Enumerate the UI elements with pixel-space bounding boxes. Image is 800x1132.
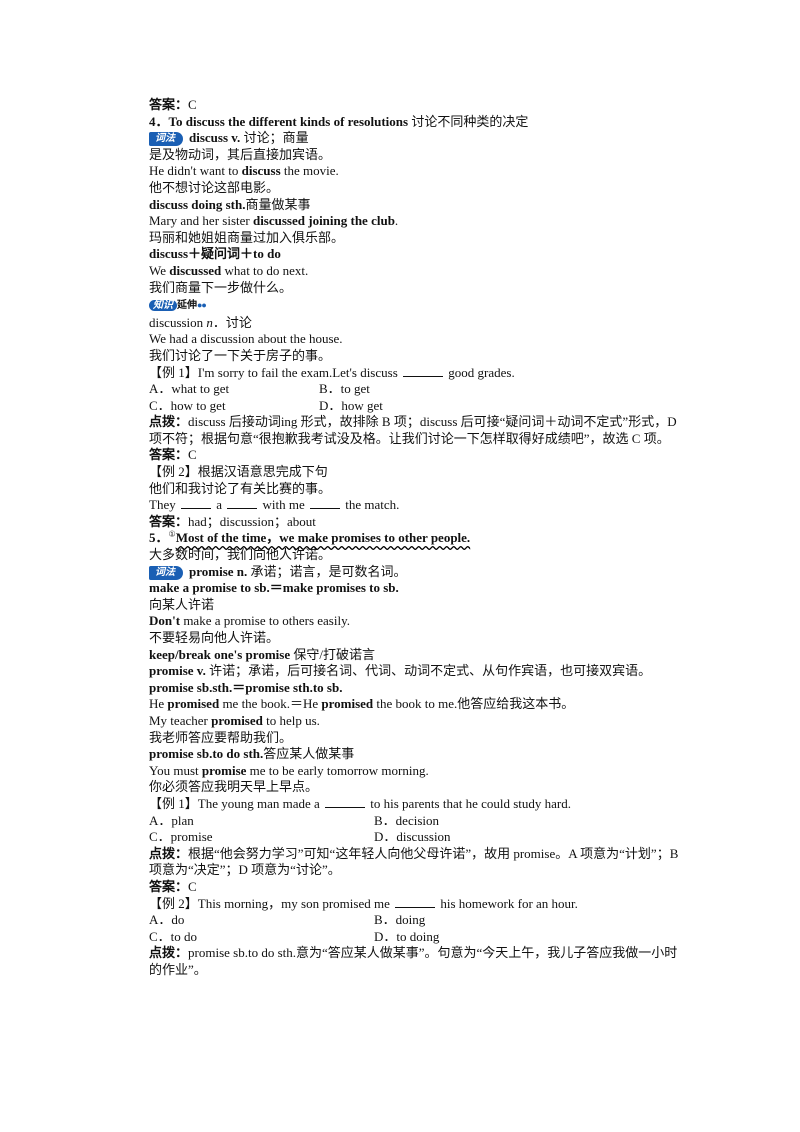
hint-paragraph: 点拨：promise sb.to do sth.意为“答应某人做某事”。句意为“…: [149, 945, 678, 977]
answer-line: 答案：C: [149, 447, 197, 463]
answer-blank: [395, 896, 436, 908]
phrase-line: promise sb.to do sth.答应某人做某事: [149, 746, 355, 762]
document-page: 答案：C 4．To discuss the different kinds of…: [149, 97, 689, 978]
hint-paragraph: 点拨：根据“他会努力学习”可知“这年轻人向他父母许诺”，故用 promise。A…: [149, 845, 679, 878]
text-line: 是及物动词，其后直接加宾语。: [149, 146, 332, 162]
vocab-entry-promise-v: promise v. 许诺；承诺，后可接名词、代词、动词不定式、从句作宾语，也可…: [149, 663, 652, 679]
answer-line: 答案：had；discussion；about: [149, 513, 316, 529]
section-heading-4: 4．To discuss the different kinds of reso…: [149, 113, 529, 129]
example-en: Mary and her sister discussed joining th…: [149, 213, 399, 229]
example-en: My teacher promised to help us.: [149, 712, 320, 728]
example-en: You must promise me to be early tomorrow…: [149, 762, 429, 778]
answer-blank: [325, 796, 366, 808]
example-cn: 不要轻易向他人许诺。: [149, 630, 280, 645]
cifa-badge-icon: 词法: [149, 565, 183, 580]
example-cn: 我们商量下一步做什么。: [149, 279, 293, 295]
answer-line: 答案：C: [149, 97, 197, 112]
phrase-line: discuss＋疑问词＋to do: [149, 246, 281, 262]
answer-blank: [310, 497, 340, 510]
exercise-1-question: 【例 1】The young man made a to his parents…: [149, 795, 572, 811]
answer-line: 答案：C: [149, 878, 197, 894]
exercise-2-prompt: 【例 2】根据汉语意思完成下句: [149, 464, 328, 480]
cifa-badge-icon: 词法: [149, 132, 183, 147]
example-cn: 你必须答应我明天早上早点。: [149, 779, 319, 795]
exercise-1-question: 【例 1】I'm sorry to fail the exam.Let's di…: [149, 364, 515, 380]
vocab-entry-discussion: discussion n．讨论: [149, 314, 252, 330]
hint-paragraph: 点拨：discuss 后接动词ing 形式，故排除 B 项；discuss 后可…: [149, 414, 677, 446]
example-en: Don't make a promise to others easily.: [149, 613, 350, 629]
answer-blank: [227, 497, 258, 510]
exercise-2-fill: They a with me the match.: [149, 497, 400, 513]
example-cn: 我老师答应要帮助我们。: [149, 729, 293, 745]
example-cn: 大多数时间，我们向他人许诺。: [149, 547, 332, 563]
section-heading-5: 5．①Most of the time，we make promises to …: [149, 530, 471, 546]
example-cn: 我们讨论了一下关于房子的事。: [149, 347, 332, 363]
example-cn: 玛丽和她姐姐商量过加入俱乐部。: [149, 229, 345, 245]
example-en: We had a discussion about the house.: [149, 331, 343, 347]
exercise-2-cn: 他们和我讨论了有关比赛的事。: [149, 480, 332, 496]
phrase-line: keep/break one's promise 保守/打破诺言: [149, 646, 375, 662]
phrase-line: make a promise to sb.＝make promises to s…: [149, 580, 399, 596]
example-cn: 他不想讨论这部电影。: [149, 179, 280, 195]
phrase-line: promise sb.sth.＝promise sth.to sb.: [149, 679, 343, 695]
zhishi-badge: 知识延伸●●: [149, 296, 689, 315]
phrase-line: discuss doing sth.商量做某事: [149, 196, 311, 212]
example-cn: 向某人许诺: [149, 596, 215, 612]
answer-blank: [180, 497, 211, 510]
example-en: He didn't want to discuss the movie.: [149, 163, 339, 179]
exercise-2-question: 【例 2】This morning，my son promised me his…: [149, 895, 578, 911]
example-en: We discussed what to do next.: [149, 262, 309, 278]
answer-blank: [403, 365, 444, 377]
example-en: He promised me the book.＝He promised the…: [149, 696, 575, 712]
zhishi-badge-icon: 知识延伸●●: [149, 296, 207, 315]
